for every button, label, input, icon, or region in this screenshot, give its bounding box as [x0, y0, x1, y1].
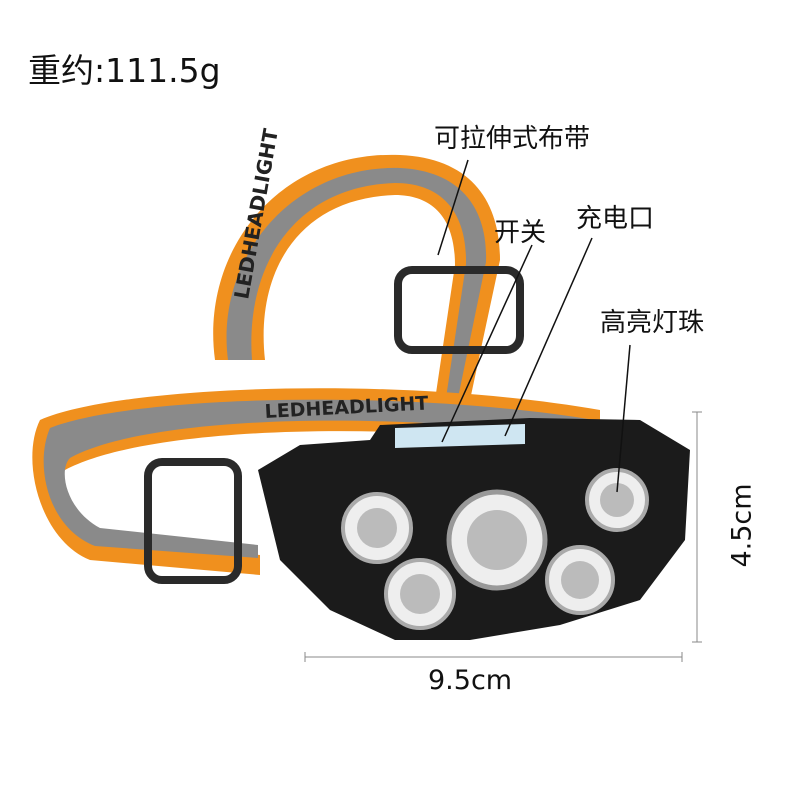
dimension-lines: [304, 411, 702, 662]
side-buckle: [144, 458, 242, 584]
led-callout: 高亮灯珠: [600, 308, 705, 338]
height-dimension: 4.5cm: [726, 483, 758, 568]
charging-port-callout: 充电口: [576, 204, 655, 234]
switch-callout: 开关: [494, 218, 547, 248]
width-dimension: 9.5cm: [428, 665, 513, 696]
switch-and-port: [395, 424, 525, 448]
top-buckle: [394, 266, 524, 354]
lamp-body: [258, 418, 690, 640]
top-strap: LEDHEADLIGHT: [213, 126, 500, 400]
weight-label: 重约:111.5g: [28, 51, 221, 90]
callout-lines: [437, 159, 631, 493]
strap-callout: 可拉伸式布带: [434, 124, 591, 154]
